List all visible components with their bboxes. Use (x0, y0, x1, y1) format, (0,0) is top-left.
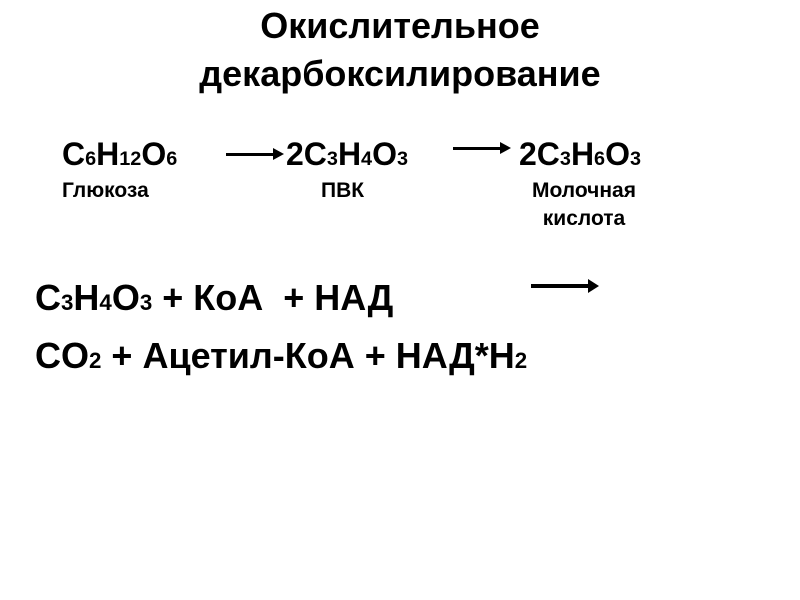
title-line-1: Окислительное (260, 5, 540, 46)
subscript: 3 (139, 290, 153, 315)
subscript: 3 (559, 148, 571, 170)
right-arrow-icon (453, 142, 511, 154)
pvk-label: ПВК (321, 179, 365, 202)
element-h: H (337, 136, 362, 172)
element-o: O (111, 277, 140, 318)
subscript: 2 (514, 348, 528, 373)
element-o: O (605, 136, 630, 172)
right-arrow-icon (531, 279, 599, 293)
subscript: 2 (89, 348, 102, 373)
title-line-2: декарбоксилирование (199, 53, 601, 94)
glucose-formula: C6H12O6 (62, 136, 177, 177)
reactants-line: C3H4O3 + КоА + НАД (35, 278, 393, 323)
element-c: C (35, 277, 61, 318)
glucose-label: Глюкоза (62, 179, 149, 202)
right-arrow-icon (226, 148, 284, 160)
pvk-formula: 2C3H4O3 (286, 136, 408, 177)
element-c: C (303, 136, 327, 172)
slide-title: Окислительное декарбоксилирование (0, 2, 800, 98)
lactic-acid-formula: 2C3H6O3 (519, 136, 641, 177)
subscript: 12 (119, 148, 142, 170)
lactic-acid-label: Молочная кислота (516, 177, 652, 233)
subscript: 3 (326, 148, 338, 170)
subscript: 6 (166, 148, 178, 170)
subscript: 3 (61, 290, 74, 315)
subscript: 3 (629, 148, 641, 170)
subscript: 4 (361, 148, 373, 170)
subscript: 4 (99, 290, 112, 315)
label-line-2: кислота (542, 207, 626, 230)
element-h: H (73, 277, 100, 318)
element-o: O (141, 136, 167, 172)
subscript: 6 (85, 148, 97, 170)
products-rest: + Ацетил-КоА + НАД*Н (101, 335, 515, 376)
element-h: H (570, 136, 595, 172)
element-c: C (536, 136, 560, 172)
label-line-1: Молочная (532, 179, 636, 202)
coefficient: 2 (519, 136, 537, 172)
element-o: O (372, 136, 397, 172)
reactants-rest: + КоА + НАД (152, 277, 394, 318)
coefficient: 2 (286, 136, 304, 172)
subscript: 3 (396, 148, 408, 170)
co2: CO (35, 335, 89, 376)
element-h: H (96, 136, 120, 172)
element-c: C (62, 136, 86, 172)
products-line: CO2 + Ацетил-КоА + НАД*Н2 (35, 336, 527, 381)
subscript: 6 (594, 148, 606, 170)
